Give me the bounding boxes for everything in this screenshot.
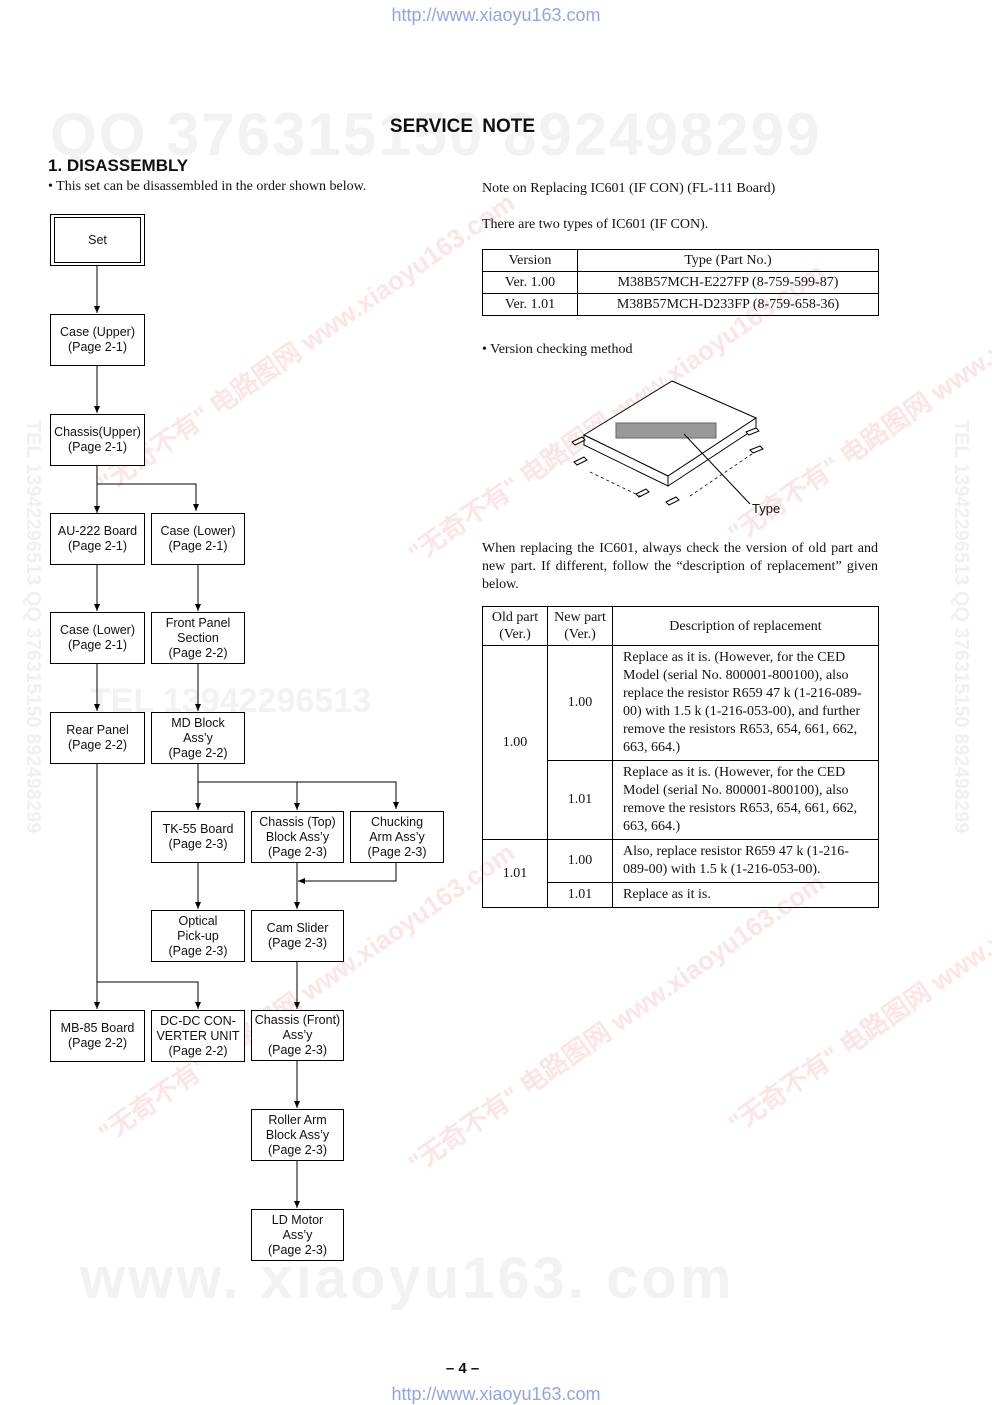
table-row: 1.01 Replace as it is. (However, for the…: [483, 760, 879, 840]
version-check-bullet: • Version checking method: [482, 342, 633, 357]
table-header: Version: [482, 249, 578, 272]
table-cell: 1.01: [547, 882, 613, 908]
table-header: Type (Part No.): [577, 249, 879, 272]
flow-box-chucking-arm: Chucking Arm Ass’y (Page 2-3): [350, 811, 444, 863]
ic-illustration: [571, 380, 764, 506]
flow-box-au222-board: AU-222 Board (Page 2-1): [50, 513, 145, 565]
flow-box-front-panel: Front Panel Section (Page 2-2): [151, 612, 245, 664]
flow-box-dcdc-converter: DC-DC CON- VERTER UNIT (Page 2-2): [151, 1010, 245, 1062]
flow-box-optical-pickup: Optical Pick-up (Page 2-3): [151, 910, 245, 962]
flow-box-roller-arm: Roller Arm Block Ass’y (Page 2-3): [251, 1109, 344, 1161]
table-header-row: Version Type (Part No.): [482, 249, 879, 272]
flow-box-case-lower-left: Case (Lower) (Page 2-1): [50, 612, 145, 664]
table-cell-description: Also, replace resistor R659 47 k (1-216-…: [612, 839, 879, 883]
flow-box-cam-slider: Cam Slider (Page 2-3): [251, 910, 344, 962]
flow-label-set: Set: [54, 217, 141, 263]
version-table: Version Type (Part No.) Ver. 1.00 M38B57…: [482, 249, 879, 316]
table-cell: M38B57MCH-E227FP (8-759-599-87): [577, 271, 879, 294]
ic-type-label: Type: [752, 501, 781, 516]
page-title: SERVICE NOTE: [389, 116, 536, 137]
flow-box-md-block: MD Block Ass’y (Page 2-2): [151, 712, 245, 764]
note-title: Note on Replacing IC601 (IF CON) (FL-111…: [482, 181, 776, 196]
table-cell: 1.01: [547, 760, 613, 840]
flow-box-chassis-front: Chassis (Front) Ass’y (Page 2-3): [251, 1010, 344, 1061]
flow-box-case-lower-right: Case (Lower) (Page 2-1): [151, 513, 245, 565]
section-heading: 1. DISASSEMBLY: [48, 156, 189, 175]
table-cell: 1.00: [547, 839, 613, 883]
table-cell: Ver. 1.00: [482, 271, 578, 294]
table-row: 1.01 1.00 Also, replace resistor R659 47…: [482, 839, 879, 908]
table-header-row: Old part (Ver.) New part (Ver.) Descript…: [482, 606, 879, 646]
flow-box-ld-motor: LD Motor Ass’y (Page 2-3): [251, 1209, 344, 1261]
table-row: 1.01 Replace as it is.: [483, 882, 879, 908]
flow-box-chassis-top: Chassis (Top) Block Ass’y (Page 2-3): [251, 811, 344, 863]
table-header: New part (Ver.): [547, 606, 613, 646]
replace-paragraph: When replacing the IC601, always check t…: [482, 541, 878, 592]
flow-box-mb85-board: MB-85 Board (Page 2-2): [50, 1010, 145, 1062]
table-cell-description: Replace as it is.: [612, 882, 879, 908]
table-cell-description: Replace as it is. (However, for the CED …: [612, 645, 879, 761]
flow-box-tk55-board: TK-55 Board (Page 2-3): [151, 811, 245, 863]
table-row: Ver. 1.01 M38B57MCH-D233FP (8-759-658-36…: [482, 293, 879, 316]
table-row: Ver. 1.00 M38B57MCH-E227FP (8-759-599-87…: [482, 271, 879, 294]
table-header: Description of replacement: [612, 606, 879, 646]
two-types-text: There are two types of IC601 (IF CON).: [482, 217, 709, 232]
table-cell: M38B57MCH-D233FP (8-759-658-36): [577, 293, 879, 316]
flow-box-case-upper: Case (Upper) (Page 2-1): [50, 314, 145, 366]
footer-url[interactable]: http://www.xiaoyu163.com: [391, 1384, 601, 1404]
flow-box-set: Set: [50, 214, 145, 266]
page-number: – 4 –: [445, 1360, 480, 1377]
table-cell-old-version: 1.00: [482, 645, 548, 840]
flowchart-connectors: [94, 266, 399, 1208]
flow-box-rear-panel: Rear Panel (Page 2-2): [50, 712, 145, 764]
watermark-side-right: TEL 13942296513 QQ 376315150 892498299: [950, 420, 972, 834]
table-cell-old-version: 1.01: [482, 839, 548, 908]
table-cell-description: Replace as it is. (However, for the CED …: [612, 760, 879, 840]
header-url[interactable]: http://www.xiaoyu163.com: [391, 5, 601, 25]
table-row: 1.00 1.00 Replace as it is. (However, fo…: [482, 645, 879, 840]
replacement-table: Old part (Ver.) New part (Ver.) Descript…: [482, 606, 879, 908]
flow-box-chassis-upper: Chassis(Upper) (Page 2-1): [50, 414, 145, 466]
table-cell: 1.00: [547, 645, 613, 761]
table-header: Old part (Ver.): [482, 606, 548, 646]
intro-text: • This set can be disassembled in the or…: [48, 179, 367, 194]
table-cell: Ver. 1.01: [482, 293, 578, 316]
watermark-diag-5: "无奇不有" 电路图网 www.xiaoyu163.com: [402, 867, 831, 1179]
